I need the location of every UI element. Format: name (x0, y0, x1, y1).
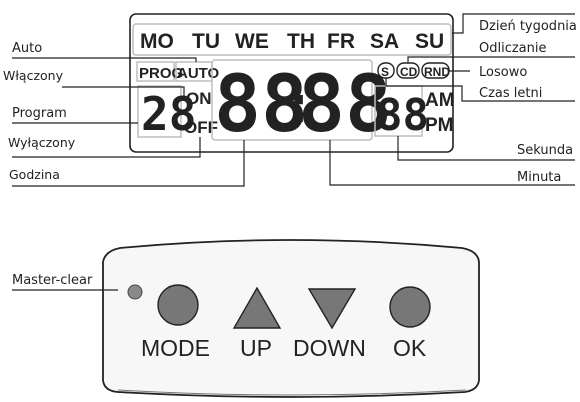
label-off: Wyłączony (8, 135, 76, 150)
panel-shadow-edge (117, 389, 467, 396)
callout-auto-line (12, 57, 197, 62)
cd-indicator: CD (400, 65, 418, 79)
up-arrow-icon[interactable] (232, 286, 282, 329)
program-digits: 28 (141, 87, 196, 141)
label-on: Włączony (3, 68, 64, 83)
label-auto: Auto (12, 41, 42, 56)
lcd-display: MO TU WE TH FR SA SU PROG AUTO 28 ON OFF… (129, 13, 455, 153)
master-clear-button[interactable] (127, 284, 143, 300)
mode-button-label: MODE (141, 335, 210, 361)
panel-body (102, 239, 480, 398)
label-minute: Minuta (517, 170, 561, 185)
seconds-digits: 88 (376, 90, 429, 141)
label-summer-time: Czas letni (479, 86, 542, 101)
rnd-indicator: RND (424, 65, 450, 79)
callout-day-line (452, 13, 575, 34)
ok-button-circle[interactable] (389, 286, 431, 328)
day-su: SU (415, 30, 444, 53)
day-we: WE (235, 30, 269, 53)
mode-button[interactable]: MODE (141, 284, 210, 361)
time-box (211, 59, 373, 141)
ok-button[interactable]: OK (389, 286, 431, 361)
on-indicator: ON (186, 89, 212, 108)
callout-off-line (12, 137, 201, 158)
callout-countdown-line (407, 56, 575, 63)
s-indicator: S (381, 65, 389, 79)
up-button-label: UP (240, 335, 272, 361)
day-row-box (132, 23, 452, 56)
label-countdown: Odliczanie (479, 41, 547, 56)
am-indicator: AM (425, 90, 455, 111)
label-hour: Godzina (9, 167, 60, 182)
pm-indicator: PM (425, 115, 454, 136)
callout-hour-line (12, 140, 245, 187)
label-program: Program (12, 106, 67, 121)
up-button[interactable]: UP (232, 286, 282, 361)
label-random: Losowo (479, 65, 527, 80)
prog-indicator: PROG (139, 65, 183, 82)
down-arrow-icon[interactable] (307, 288, 357, 330)
day-mo: MO (140, 30, 174, 53)
day-tu: TU (192, 30, 220, 53)
callout-labels: Dzień tygodnia Odliczanie Losowo Czas le… (3, 19, 577, 288)
down-button-label: DOWN (293, 335, 366, 361)
hours-digits: 88 (214, 60, 308, 150)
program-digits-box (137, 85, 182, 138)
callout-lines (12, 13, 575, 187)
auto-indicator: AUTO (177, 65, 220, 82)
ok-button-label: OK (393, 335, 427, 361)
time-colon: : (283, 75, 314, 135)
minutes-digits: 88 (298, 60, 392, 150)
callout-on-line (62, 86, 185, 97)
off-indicator: OFF (184, 118, 218, 137)
label-day-of-week: Dzień tygodnia (479, 19, 577, 34)
day-th: TH (287, 30, 315, 53)
callout-summer-line (385, 78, 575, 102)
callout-second-line (397, 136, 575, 161)
label-master-clear: Master-clear (12, 273, 93, 288)
mode-button-circle[interactable] (157, 284, 199, 326)
button-panel: MODE UP DOWN OK (12, 239, 480, 398)
prog-box (136, 61, 175, 82)
label-second: Sekunda (517, 143, 573, 158)
day-fr: FR (327, 30, 355, 53)
day-sa: SA (370, 30, 399, 53)
callout-minute-line (329, 140, 575, 186)
down-button[interactable]: DOWN (293, 288, 366, 361)
